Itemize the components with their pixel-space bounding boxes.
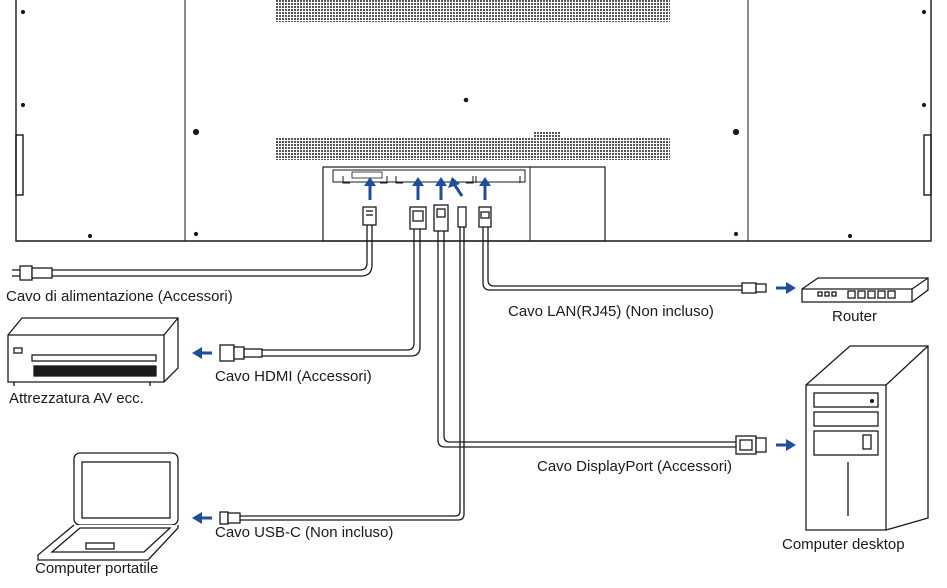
hdmi-cable-label: Cavo HDMI (Accessori) — [215, 368, 372, 385]
usbc-cable-label: Cavo USB-C (Non incluso) — [215, 524, 394, 541]
insert-arrows — [364, 177, 491, 200]
cable-end-plugs — [12, 265, 767, 525]
cables — [52, 225, 742, 521]
power-cable-label: Cavo di alimentazione (Accessori) — [6, 288, 233, 305]
router-icon — [801, 277, 929, 303]
displayport-cable-label: Cavo DisplayPort (Accessori) — [537, 458, 733, 475]
monitor-rear — [15, 0, 932, 242]
device-arrows — [192, 282, 796, 524]
computer-desktop-label: Computer desktop — [782, 536, 905, 553]
computer-laptop-label: Computer portatile — [35, 560, 159, 577]
lan-cable-label: Cavo LAN(RJ45) (Non incluso) — [508, 303, 714, 320]
av-equipment-label: Attrezzatura AV ecc. — [9, 390, 144, 407]
laptop-icon — [37, 452, 179, 561]
router-label: Router — [832, 308, 878, 325]
av-device-icon — [7, 317, 179, 386]
monitor-plugs — [362, 204, 492, 232]
desktop-tower-icon — [805, 345, 929, 531]
